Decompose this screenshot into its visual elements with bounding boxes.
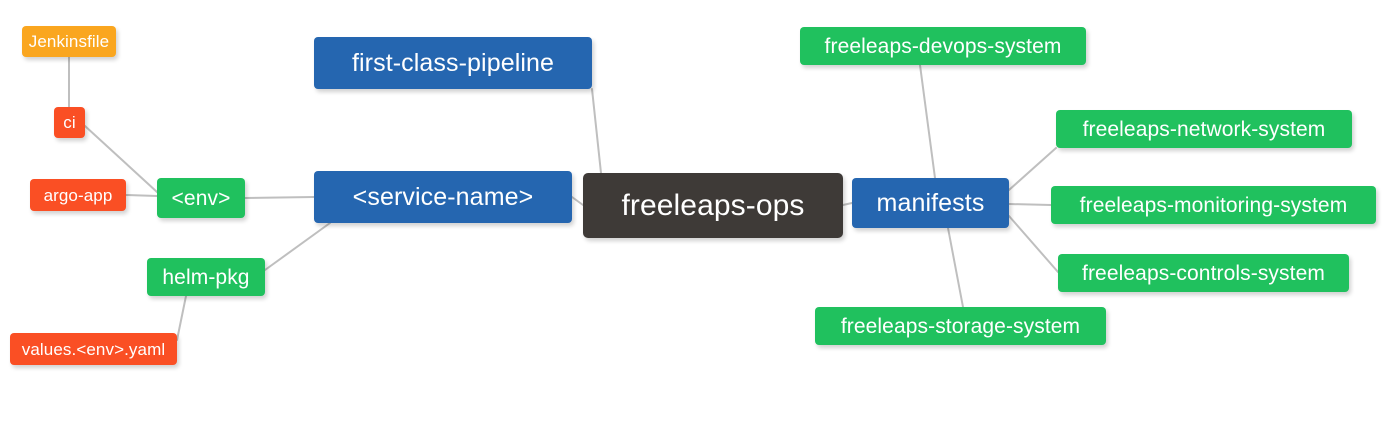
mindmap-node-jenkinsfile[interactable]: Jenkinsfile [22, 26, 116, 57]
mindmap-node-manifests[interactable]: manifests [852, 178, 1009, 228]
edge-freeleaps-ops-to-manifests [842, 202, 853, 206]
edge-env-to-argo-app [125, 194, 158, 197]
edge-manifests-to-freeleaps-controls-system [1008, 215, 1059, 273]
mindmap-node-ci[interactable]: ci [54, 107, 85, 138]
mindmap-node-helm-pkg[interactable]: helm-pkg [147, 258, 265, 296]
mindmap-node-values-env-yaml[interactable]: values.<env>.yaml [10, 333, 177, 365]
mindmap-node-freeleaps-ops[interactable]: freeleaps-ops [583, 173, 843, 238]
edge-helm-pkg-to-values-env-yaml [176, 295, 187, 341]
mindmap-node-freeleaps-devops-system[interactable]: freeleaps-devops-system [800, 27, 1086, 65]
edge-manifests-to-freeleaps-network-system [1008, 147, 1057, 191]
mindmap-node-first-class-pipeline[interactable]: first-class-pipeline [314, 37, 592, 89]
mindmap-node-argo-app[interactable]: argo-app [30, 179, 126, 211]
mindmap-node-service-name[interactable]: <service-name> [314, 171, 572, 223]
edge-freeleaps-ops-to-first-class-pipeline [591, 88, 602, 174]
edge-service-name-to-env [244, 196, 315, 199]
mindmap-node-freeleaps-storage-system[interactable]: freeleaps-storage-system [815, 307, 1106, 345]
edge-freeleaps-ops-to-service-name [571, 196, 584, 206]
mindmap-node-freeleaps-monitoring-system[interactable]: freeleaps-monitoring-system [1051, 186, 1376, 224]
edge-manifests-to-freeleaps-monitoring-system [1008, 203, 1052, 206]
edge-manifests-to-freeleaps-devops-system [919, 64, 936, 179]
mindmap-node-freeleaps-network-system[interactable]: freeleaps-network-system [1056, 110, 1352, 148]
mindmap-node-env[interactable]: <env> [157, 178, 245, 218]
edge-manifests-to-freeleaps-storage-system [947, 227, 964, 308]
mindmap-node-freeleaps-controls-system[interactable]: freeleaps-controls-system [1058, 254, 1349, 292]
edge-service-name-to-helm-pkg [264, 222, 331, 271]
